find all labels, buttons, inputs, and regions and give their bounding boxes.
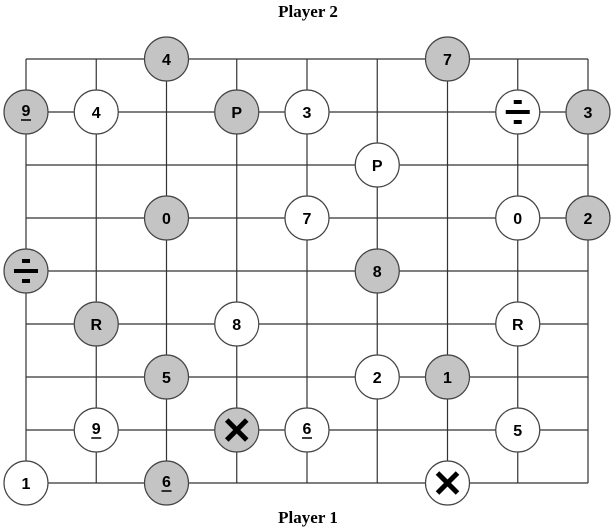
piece-disc xyxy=(495,301,541,347)
piece-label: 1 xyxy=(22,476,31,493)
piece-label: 9 xyxy=(92,421,101,438)
game-piece-gray[interactable] xyxy=(214,407,260,453)
piece-disc xyxy=(3,460,49,506)
piece-label: 9 xyxy=(22,103,31,120)
game-piece-gray[interactable]: 2 xyxy=(565,195,611,241)
game-piece-white[interactable]: 5 xyxy=(495,407,541,453)
game-piece-white[interactable]: 2 xyxy=(354,354,400,400)
piece-label: R xyxy=(512,317,524,334)
divide-icon xyxy=(14,259,38,283)
piece-label: 2 xyxy=(584,211,593,228)
piece-disc xyxy=(424,36,471,82)
game-piece-gray[interactable]: R xyxy=(73,301,119,347)
game-piece-gray[interactable]: 7 xyxy=(424,36,471,82)
piece-label: 5 xyxy=(162,370,171,387)
game-piece-gray[interactable]: 3 xyxy=(565,89,611,135)
piece-disc xyxy=(424,354,471,400)
game-piece-gray[interactable]: 4 xyxy=(143,36,190,82)
game-piece-white[interactable]: R xyxy=(495,301,541,347)
game-piece-gray[interactable] xyxy=(3,248,49,294)
game-piece-white[interactable]: 6 xyxy=(284,407,330,453)
piece-label: P xyxy=(231,105,242,122)
piece-disc xyxy=(565,195,611,241)
piece-disc xyxy=(73,301,119,347)
game-piece-white[interactable]: P xyxy=(354,142,400,188)
piece-label: 7 xyxy=(303,211,312,228)
piece-disc xyxy=(73,407,119,453)
player-1-label: Player 1 xyxy=(278,508,338,527)
piece-label: 1 xyxy=(443,370,452,387)
piece-disc xyxy=(143,354,190,400)
piece-disc xyxy=(143,460,190,506)
piece-disc xyxy=(284,195,330,241)
piece-disc xyxy=(354,354,400,400)
game-piece-white[interactable]: 7 xyxy=(284,195,330,241)
game-piece-gray[interactable]: 9 xyxy=(3,89,49,135)
piece-disc xyxy=(354,142,400,188)
game-piece-gray[interactable]: P xyxy=(214,89,260,135)
piece-disc xyxy=(495,407,541,453)
piece-label: 2 xyxy=(373,370,382,387)
player-2-label: Player 2 xyxy=(278,2,338,21)
piece-disc xyxy=(143,195,190,241)
piece-label: P xyxy=(372,158,383,175)
game-piece-white[interactable]: 3 xyxy=(284,89,330,135)
piece-label: 3 xyxy=(584,105,593,122)
grid-lines xyxy=(25,58,589,484)
game-piece-gray[interactable]: 0 xyxy=(143,195,190,241)
game-piece-white[interactable]: 0 xyxy=(495,195,541,241)
piece-label: 0 xyxy=(513,211,522,228)
piece-label: 6 xyxy=(303,421,312,438)
piece-label: R xyxy=(90,317,102,334)
piece-disc xyxy=(284,407,330,453)
game-piece-gray[interactable]: 5 xyxy=(143,354,190,400)
game-piece-gray[interactable]: 6 xyxy=(143,460,190,506)
game-piece-white[interactable] xyxy=(495,89,541,135)
game-piece-white[interactable]: 9 xyxy=(73,407,119,453)
piece-label: 8 xyxy=(373,264,382,281)
piece-disc xyxy=(214,89,260,135)
piece-disc xyxy=(495,195,541,241)
divide-icon xyxy=(505,100,530,124)
piece-disc xyxy=(214,301,260,347)
game-piece-white[interactable]: 1 xyxy=(3,460,49,506)
piece-label: 0 xyxy=(162,211,171,228)
piece-label: 7 xyxy=(443,52,452,69)
piece-disc xyxy=(354,248,400,294)
game-piece-white[interactable]: 4 xyxy=(73,89,119,135)
piece-disc xyxy=(284,89,330,135)
piece-label: 3 xyxy=(303,105,312,122)
piece-disc xyxy=(143,36,190,82)
piece-disc xyxy=(73,89,119,135)
piece-disc xyxy=(3,89,49,135)
cross-icon xyxy=(224,418,249,442)
piece-disc xyxy=(565,89,611,135)
cross-icon xyxy=(435,471,460,495)
piece-label: 6 xyxy=(162,474,171,491)
game-piece-gray[interactable]: 1 xyxy=(424,354,471,400)
game-piece-white[interactable]: 8 xyxy=(214,301,260,347)
piece-label: 4 xyxy=(162,52,171,69)
piece-label: 4 xyxy=(92,105,101,122)
piece-label: 8 xyxy=(232,317,241,334)
piece-label: 5 xyxy=(513,423,522,440)
game-piece-gray[interactable]: 8 xyxy=(354,248,400,294)
game-piece-white[interactable] xyxy=(424,460,471,506)
